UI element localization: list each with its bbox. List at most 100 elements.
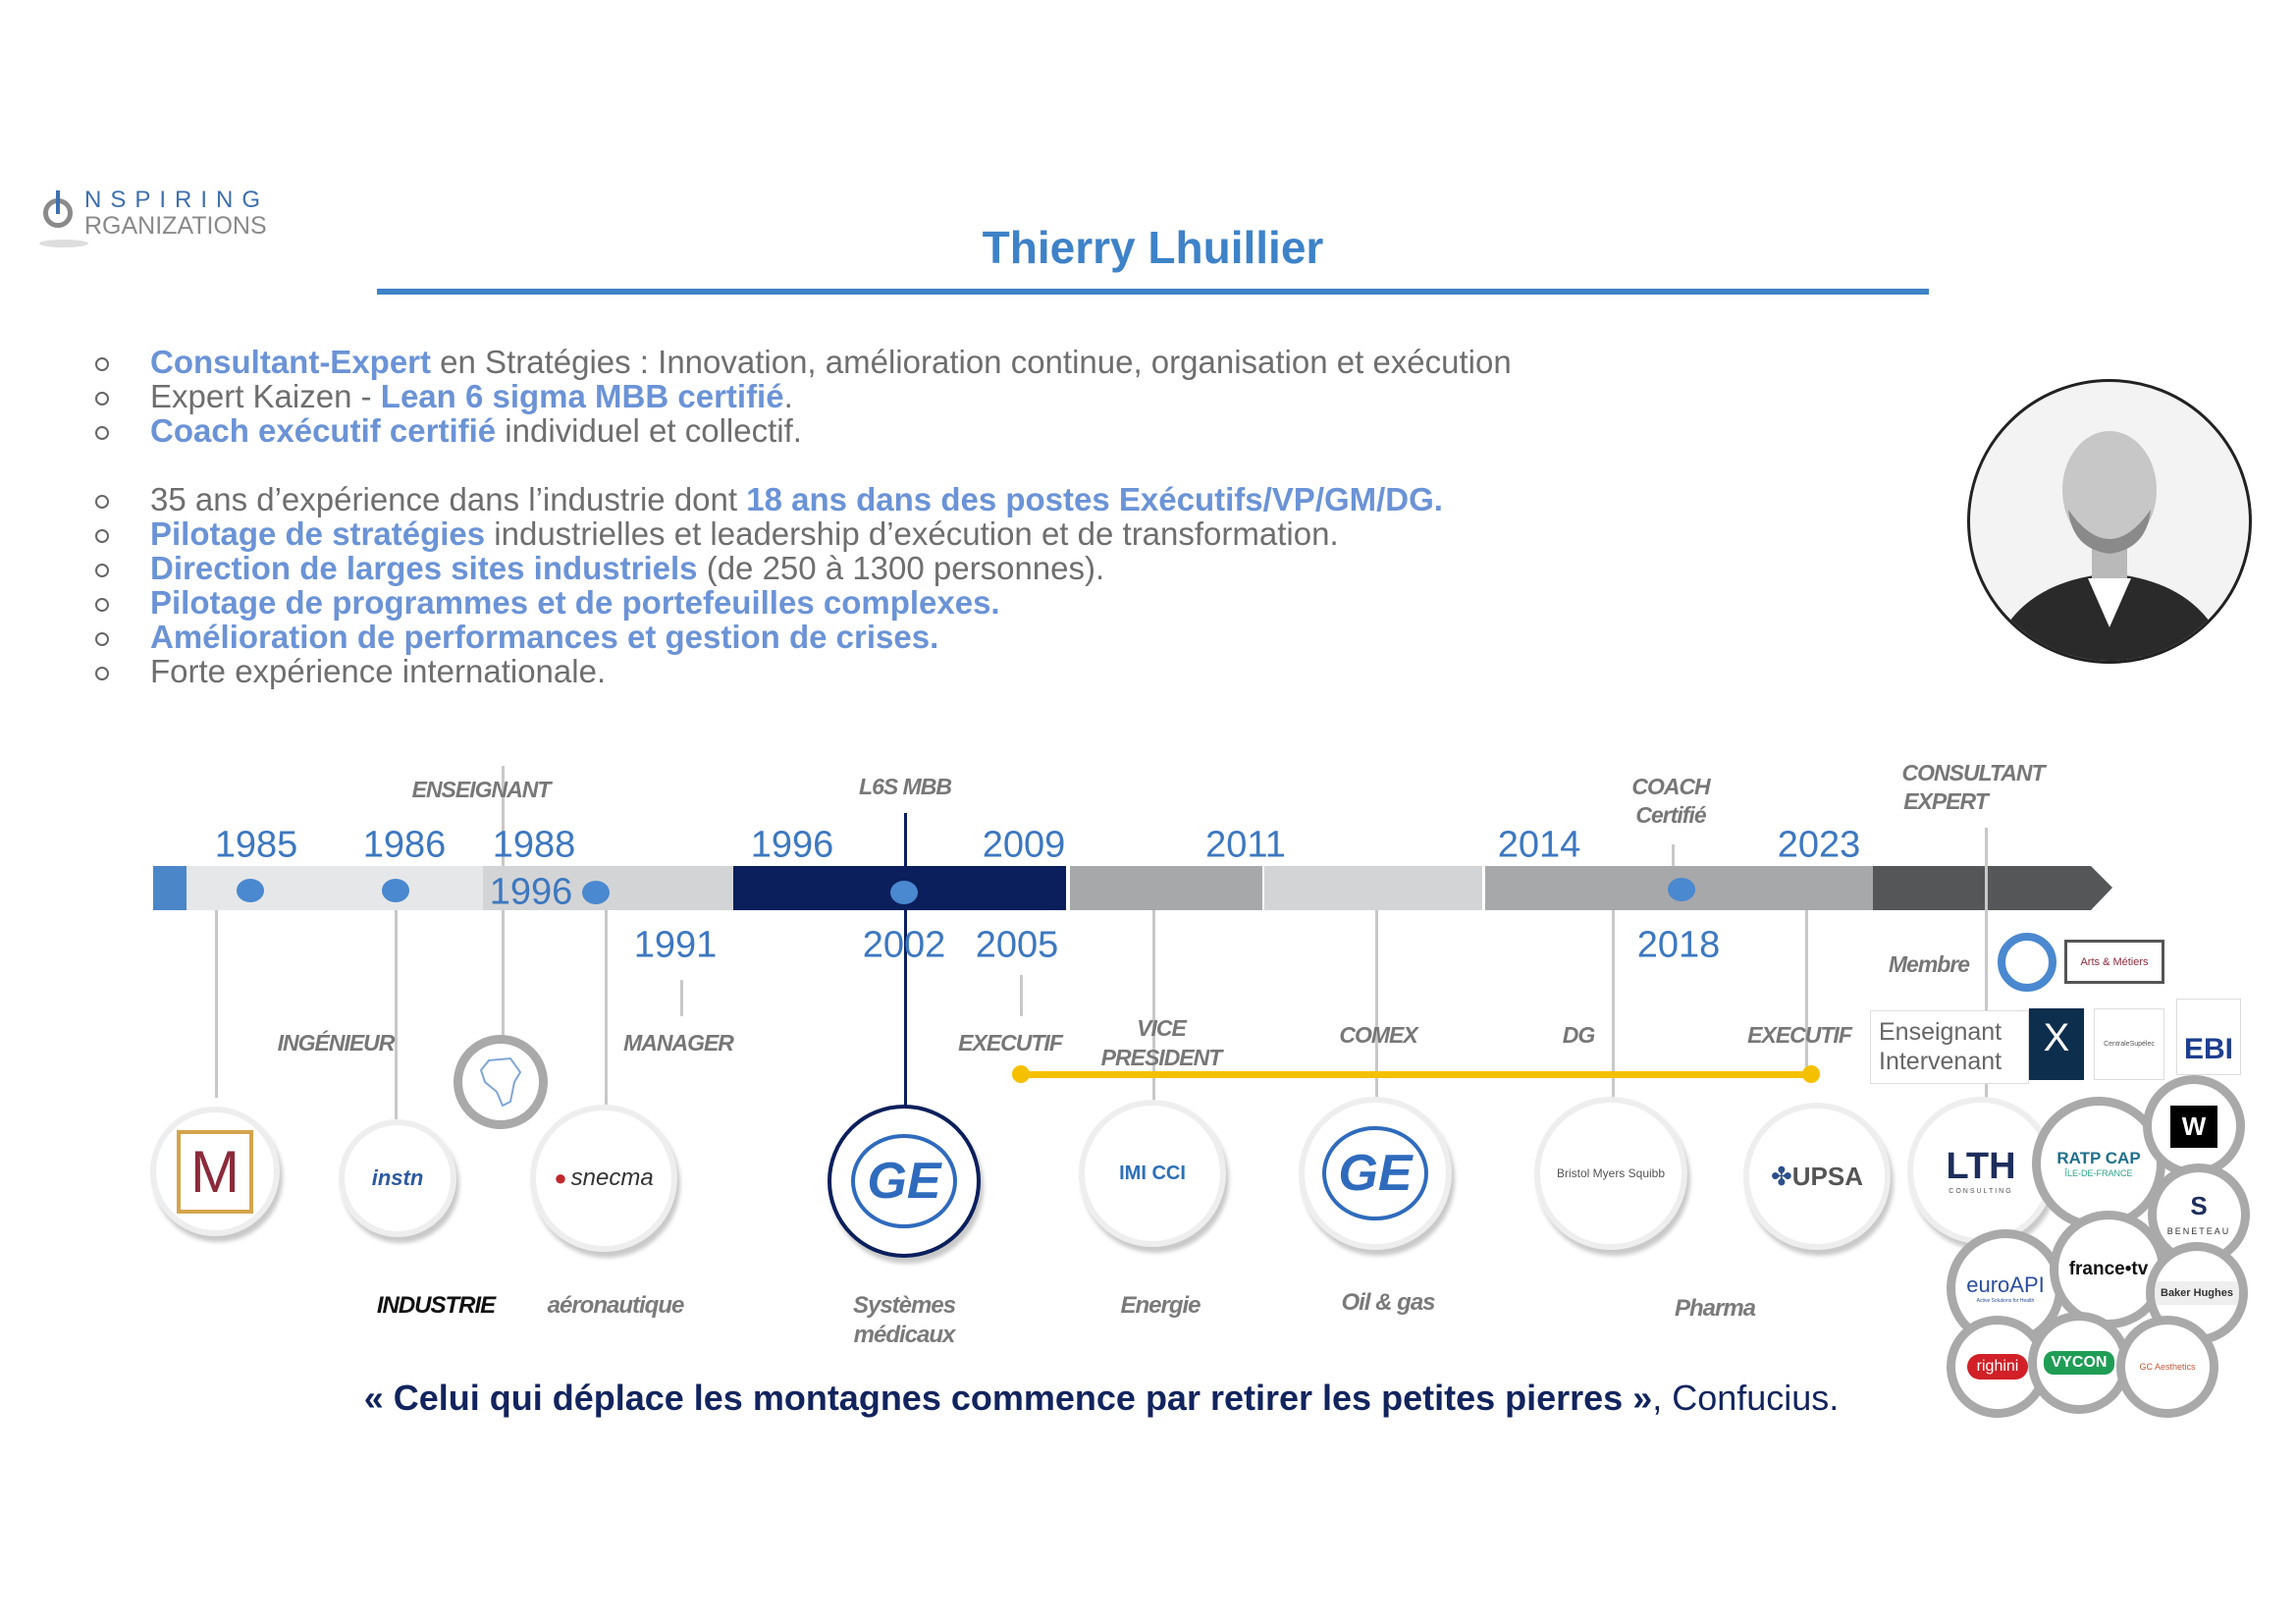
bullet-text: en Stratégies : Innovation, amélioration…	[431, 344, 1512, 380]
logo-text: BENETEAU	[2166, 1225, 2231, 1236]
logo-text: CONSULTING	[1949, 1188, 2013, 1195]
logo-text: W	[2181, 1110, 2207, 1141]
executive-span-start-dot	[1012, 1065, 1030, 1083]
sector-label: Oil & gas	[1341, 1289, 1435, 1316]
connector-line	[1672, 844, 1675, 866]
bullet-text: Consultant-Expert	[150, 344, 432, 380]
bullet-text: .	[783, 378, 793, 414]
timeline-segment	[153, 866, 187, 910]
timeline-milestone-dot	[890, 881, 918, 904]
logo-text: Bristol Myers Squibb	[1556, 1166, 1666, 1180]
role-label: CONSULTANT	[1901, 760, 2045, 785]
sector-label: Pharma	[1674, 1295, 1756, 1322]
connector-line	[1152, 910, 1155, 1105]
timeline-segment	[1264, 866, 1482, 910]
sector-label: aéronautique	[547, 1292, 685, 1319]
arts-metiers-logo: M	[150, 1107, 280, 1236]
timeline-arrow-tip	[2091, 866, 2112, 910]
logo-text: RATP CAP	[2056, 1149, 2141, 1167]
logo-text: france•tv	[2068, 1259, 2149, 1279]
timeline-year: 2009	[982, 824, 1066, 866]
logo-text: GE	[1322, 1126, 1428, 1220]
bullet-icon	[95, 392, 109, 406]
logo-text: M	[177, 1129, 253, 1214]
quote-author: , Confucius.	[1652, 1378, 1840, 1418]
connector-line	[502, 910, 505, 1039]
bullet-text: industrielles et leadership d’exécution …	[485, 515, 1339, 552]
bullet-item: Expert Kaizen - Lean 6 sigma MBB certifi…	[95, 378, 793, 415]
bullet-icon	[95, 426, 109, 441]
title-divider	[377, 289, 1929, 295]
gc-aesthetics-logo: GC Aesthetics	[2116, 1316, 2218, 1418]
connector-line	[1612, 910, 1615, 1105]
logo-text: GE	[851, 1134, 957, 1228]
centralesupelec-logo: CentraleSupélec	[2094, 1008, 2164, 1080]
timeline-milestone-dot	[237, 879, 264, 902]
timeline-year: 1988	[492, 824, 576, 866]
bullet-item: 35 ans d’expérience dans l’industrie don…	[95, 481, 1443, 518]
timeline-milestone-dot	[1668, 878, 1695, 901]
bullet-text: Coach exécutif certifié	[150, 412, 497, 449]
quote-text: « Celui qui déplace les montagnes commen…	[363, 1378, 1653, 1418]
connector-line	[1375, 910, 1378, 1119]
connector-line	[1805, 910, 1808, 1075]
connector-line	[215, 910, 218, 1098]
sector-label: Systèmes	[852, 1292, 956, 1319]
ge-healthcare-logo: GE	[828, 1105, 981, 1258]
logo-line-2: RGANIZATIONS	[84, 212, 267, 240]
logo-text: UPSA	[1791, 1161, 1864, 1191]
bullet-item: Consultant-Expert en Stratégies : Innova…	[95, 344, 1512, 381]
bullet-icon	[95, 632, 109, 647]
bullet-text: Amélioration de performances et gestion …	[150, 619, 939, 655]
vycon-logo: VYCON	[2028, 1312, 2130, 1414]
bullet-text: Forte expérience internationale.	[150, 653, 607, 689]
connector-line	[395, 910, 398, 1119]
sector-label: INDUSTRIE	[376, 1292, 496, 1319]
role-label: L6S MBB	[859, 774, 952, 799]
logo-text: VYCON	[2043, 1351, 2115, 1375]
logo-text: righini	[1966, 1354, 2029, 1380]
connector-line	[1020, 975, 1023, 1016]
inspiring-organizations-logo: NSPIRING RGANIZATIONS	[39, 185, 294, 253]
africa-map-icon	[454, 1035, 548, 1129]
bullet-text: Direction de larges sites industriels	[150, 550, 698, 586]
intervenant-label: Intervenant	[1879, 1048, 2002, 1075]
membre-label: Membre	[1888, 951, 1970, 977]
timeline-year: 2023	[1777, 824, 1861, 866]
polytechnique-logo: X	[2029, 1008, 2084, 1080]
logo-text: ÎLE-DE-FRANCE	[2064, 1168, 2133, 1178]
connector-line	[502, 766, 505, 866]
timeline-year: 1996	[489, 871, 573, 913]
timeline-year: 2002	[862, 924, 946, 966]
page-title: Thierry Lhuillier	[982, 222, 1324, 273]
sector-label: Energie	[1120, 1292, 1201, 1319]
sector-label: médicaux	[853, 1322, 956, 1348]
bullet-icon	[95, 529, 109, 544]
bullet-item: Forte expérience internationale.	[95, 653, 606, 690]
logo-text: Arts & Métiers	[2080, 955, 2149, 968]
timeline-year: 1991	[633, 924, 718, 966]
inspiring-organizations-member-icon	[1998, 933, 2056, 992]
logo-text: Active Solutions for Health	[1976, 1298, 2035, 1304]
logo-text: LTH	[1946, 1146, 2016, 1187]
profile-photo	[1967, 379, 2252, 664]
bullet-text: 18 ans dans des postes Exécutifs/VP/GM/D…	[746, 481, 1443, 517]
bullet-item: Pilotage de stratégies industrielles et …	[95, 515, 1339, 553]
timeline-year: 2014	[1497, 824, 1581, 866]
role-label: EXECUTIF	[1747, 1022, 1852, 1048]
timeline-year: 2011	[1205, 824, 1286, 866]
bullet-icon	[95, 667, 109, 681]
role-label: PRESIDENT	[1100, 1045, 1223, 1070]
warner-music-logo: W	[2143, 1075, 2245, 1177]
bullet-icon	[95, 598, 109, 613]
timeline-milestone-dot	[382, 879, 409, 902]
logo-text: CentraleSupélec	[2104, 1041, 2155, 1048]
bullet-item: Amélioration de performances et gestion …	[95, 619, 938, 656]
quote: « Celui qui déplace les montagnes commen…	[0, 1378, 2203, 1419]
timeline-year: 2005	[975, 924, 1059, 966]
bullet-item: Coach exécutif certifié individuel et co…	[95, 412, 802, 450]
role-label: DG	[1562, 1022, 1595, 1048]
executive-span-end-dot	[1802, 1065, 1820, 1083]
role-label: ENSEIGNANT	[411, 777, 552, 802]
